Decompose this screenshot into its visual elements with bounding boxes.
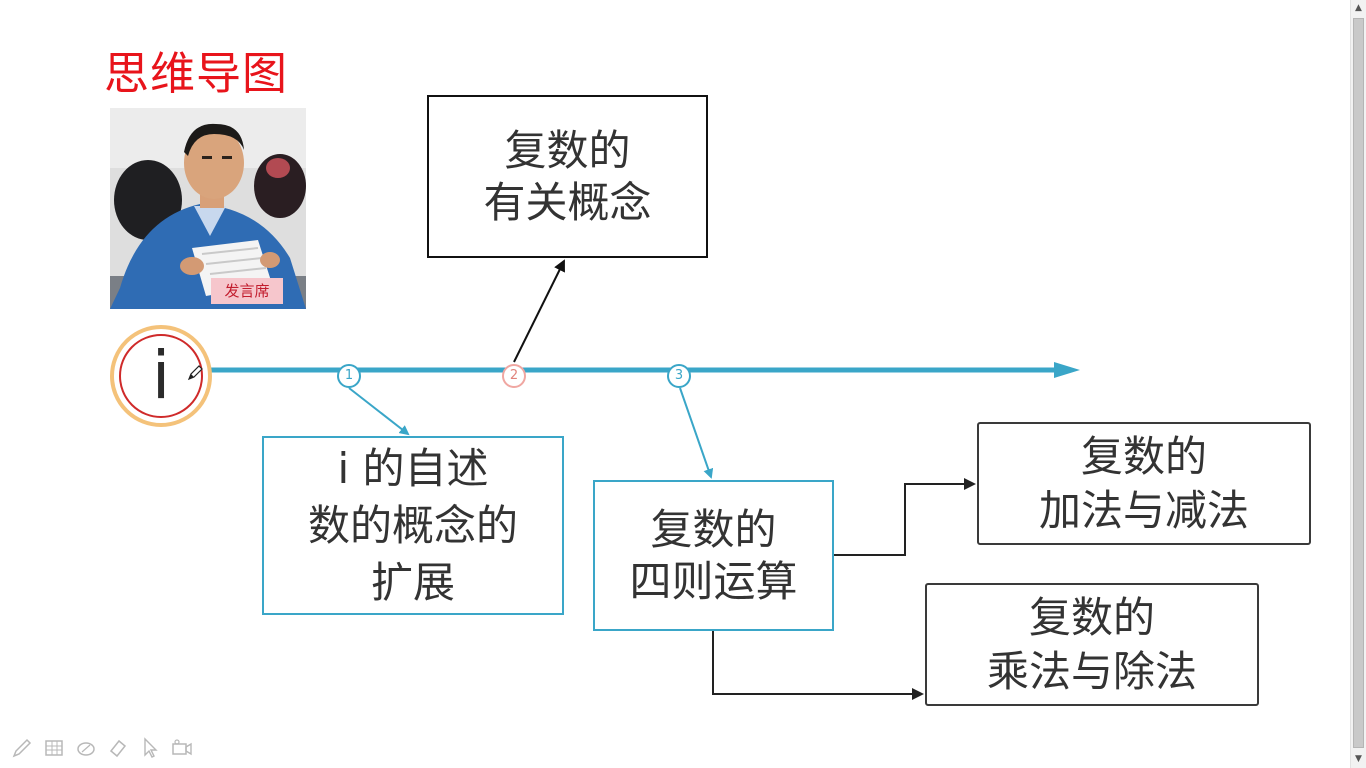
eraser-icon[interactable] <box>106 736 130 760</box>
node-line: 复数的 <box>1028 592 1155 642</box>
connector-branch-1 <box>348 387 410 436</box>
node-multiplication-division[interactable]: 复数的 乘法与除法 <box>925 583 1259 706</box>
pointer-icon[interactable] <box>138 736 162 760</box>
vertical-scrollbar[interactable]: ▲ ▼ <box>1350 0 1366 768</box>
speaker-placard: 发言席 <box>211 278 283 304</box>
scroll-up-icon[interactable]: ▲ <box>1355 3 1362 13</box>
step-badge-2: 2 <box>502 364 526 388</box>
center-node-inner-ring: i <box>119 334 203 418</box>
pen-cursor-icon <box>187 365 203 381</box>
node-line: 复数的 <box>650 504 777 554</box>
step-badge-3: 3 <box>667 364 691 388</box>
node-four-operations[interactable]: 复数的 四则运算 <box>593 480 834 631</box>
pen-icon[interactable] <box>10 736 34 760</box>
center-node-label: i <box>151 337 171 414</box>
connector-to-mul-div <box>712 631 924 700</box>
scroll-down-icon[interactable]: ▼ <box>1355 754 1362 764</box>
camera-icon[interactable] <box>170 736 194 760</box>
node-line: 四则运算 <box>629 556 798 606</box>
node-line: 有关概念 <box>483 177 652 227</box>
connector-branch-2 <box>513 259 565 363</box>
node-line: 复数的 <box>504 125 631 175</box>
node-addition-subtraction[interactable]: 复数的 加法与减法 <box>977 422 1311 545</box>
node-line: 加法与减法 <box>1038 485 1249 535</box>
scroll-thumb[interactable] <box>1353 18 1364 748</box>
step-badge-1: 1 <box>337 364 361 388</box>
node-line: 乘法与除法 <box>986 646 1197 696</box>
presentation-toolbar <box>10 736 194 760</box>
node-line: i 的自述 <box>337 444 489 493</box>
speaker-photo: 发言席 <box>110 108 306 309</box>
connector-to-add-sub <box>834 478 976 556</box>
node-line: 扩展 <box>370 558 455 607</box>
page-title: 思维导图 <box>104 47 289 100</box>
node-i-self-narration[interactable]: i 的自述 数的概念的 扩展 <box>262 436 564 615</box>
slide-grid-icon[interactable] <box>42 736 66 760</box>
main-axis-arrowhead <box>1054 362 1080 378</box>
node-complex-concepts[interactable]: 复数的 有关概念 <box>427 95 708 258</box>
node-line: 数的概念的 <box>307 501 518 550</box>
eraser-ellipse-icon[interactable] <box>74 736 98 760</box>
node-line: 复数的 <box>1080 431 1207 481</box>
connector-branch-3 <box>679 387 714 479</box>
